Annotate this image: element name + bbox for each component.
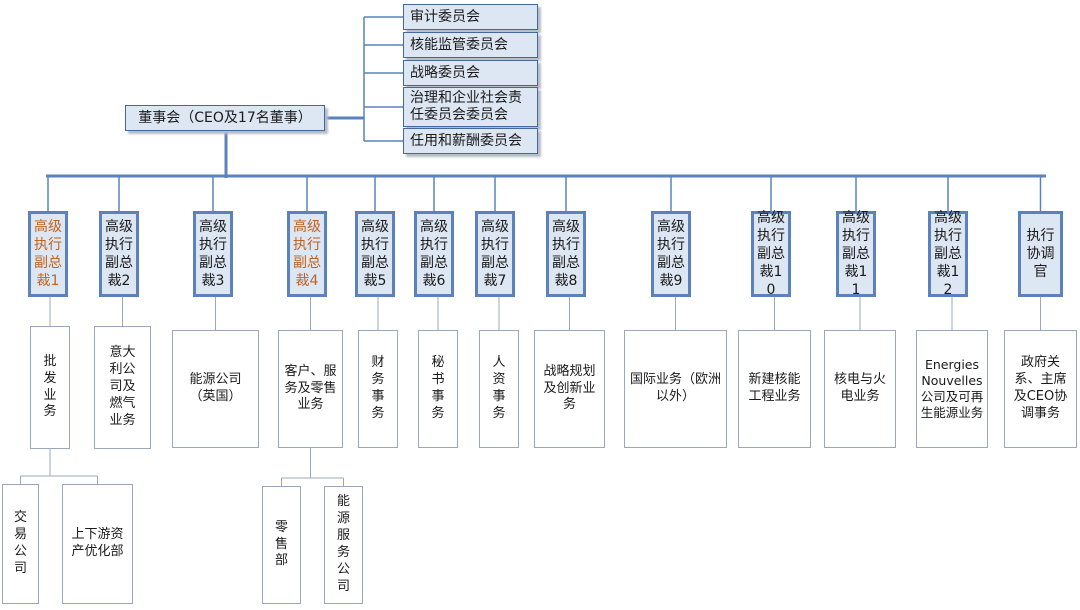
dept-label: 能源公司（英国） xyxy=(189,372,242,404)
dept-box: 客户、服务及零售业务 xyxy=(278,330,343,448)
exec-label: 高级执行副总裁12 xyxy=(934,209,962,299)
committee-label: 审计委员会 xyxy=(410,8,480,25)
committee-label: 治理和企业社会责任委员会委员会 xyxy=(410,90,522,123)
board-label: 董事会（CEO及17名董事） xyxy=(138,109,312,126)
sub-dept-box: 能源服务公司 xyxy=(324,486,363,604)
sub-dept-box: 交易公司 xyxy=(2,484,39,604)
dept-box: 批发业务 xyxy=(30,326,70,449)
dept-label: Energies Nouvelles公司及可再生能源业务 xyxy=(920,357,984,420)
exec-box: 执行协调官 xyxy=(1018,211,1063,297)
exec-box: 高级执行副总裁9 xyxy=(651,211,691,297)
committee-box: 核能监管委员会 xyxy=(403,32,538,58)
committee-label: 战略委员会 xyxy=(410,64,480,81)
dept-label: 国际业务（欧洲以外） xyxy=(629,372,721,404)
dept-box: 意大利公司及燃气业务 xyxy=(94,326,151,449)
committee-box: 战略委员会 xyxy=(403,60,538,86)
committee-label: 核能监管委员会 xyxy=(410,36,508,53)
committee-box: 治理和企业社会责任委员会委员会 xyxy=(403,87,538,127)
exec-box: 高级执行副总裁6 xyxy=(414,211,454,297)
dept-label: 人资事务 xyxy=(492,355,506,421)
exec-box: 高级执行副总裁5 xyxy=(355,211,395,297)
exec-box: 高级执行副总裁8 xyxy=(546,211,586,297)
exec-label: 高级执行副总裁7 xyxy=(481,218,509,290)
board-box: 董事会（CEO及17名董事） xyxy=(125,105,325,131)
dept-label: 战略规划及创新业务 xyxy=(543,363,596,413)
exec-label: 高级执行副总裁2 xyxy=(105,218,133,290)
dept-box: 能源公司（英国） xyxy=(172,330,259,448)
exec-label: 高级执行副总裁1 xyxy=(34,218,62,290)
exec-box: 高级执行副总裁4 xyxy=(287,211,327,297)
dept-box: 国际业务（欧洲以外） xyxy=(624,330,727,448)
exec-label: 高级执行副总裁4 xyxy=(293,218,321,290)
exec-label: 高级执行副总裁6 xyxy=(420,218,448,290)
sub-dept-label: 能源服务公司 xyxy=(336,494,350,594)
dept-label: 意大利公司及燃气业务 xyxy=(109,345,136,428)
exec-label: 高级执行副总裁3 xyxy=(199,218,227,290)
dept-label: 秘书事务 xyxy=(431,355,445,421)
exec-label: 高级执行副总裁8 xyxy=(552,218,580,290)
exec-box: 高级执行副总裁2 xyxy=(99,211,139,297)
sub-dept-label: 上下游资产优化部 xyxy=(71,527,124,559)
sub-dept-label: 零售部 xyxy=(274,519,288,569)
sub-dept-label: 交易公司 xyxy=(13,510,27,576)
exec-box: 高级执行副总裁1 xyxy=(28,211,68,297)
dept-label: 政府关系、主席及CEO协调事务 xyxy=(1013,355,1068,421)
dept-box: 秘书事务 xyxy=(418,330,458,448)
dept-box: 财务事务 xyxy=(358,330,398,448)
committee-label: 任用和薪酬委员会 xyxy=(410,132,522,149)
exec-box: 高级执行副总裁11 xyxy=(836,209,876,299)
exec-box: 高级执行副总裁10 xyxy=(751,209,791,299)
exec-label: 高级执行副总裁11 xyxy=(842,209,870,299)
dept-label: 客户、服务及零售业务 xyxy=(284,363,337,413)
exec-label: 高级执行副总裁9 xyxy=(657,218,685,290)
exec-label: 执行协调官 xyxy=(1026,227,1055,281)
dept-label: 财务事务 xyxy=(371,355,385,421)
dept-label: 批发业务 xyxy=(43,353,57,420)
sub-dept-box: 零售部 xyxy=(262,486,301,604)
dept-box: 新建核能工程业务 xyxy=(738,330,811,448)
committee-box: 任用和薪酬委员会 xyxy=(403,128,538,154)
exec-label: 高级执行副总裁5 xyxy=(361,218,389,290)
dept-box: 人资事务 xyxy=(479,330,519,448)
dept-box: 战略规划及创新业务 xyxy=(534,330,605,448)
dept-label: 核电与火电业务 xyxy=(833,372,886,404)
dept-label: 新建核能工程业务 xyxy=(748,372,801,404)
exec-box: 高级执行副总裁7 xyxy=(475,211,515,297)
dept-box: Energies Nouvelles公司及可再生能源业务 xyxy=(916,330,988,448)
exec-label: 高级执行副总裁10 xyxy=(757,209,785,299)
dept-box: 政府关系、主席及CEO协调事务 xyxy=(1004,330,1077,448)
sub-dept-box: 上下游资产优化部 xyxy=(62,484,133,604)
exec-box: 高级执行副总裁3 xyxy=(193,211,233,297)
exec-box: 高级执行副总裁12 xyxy=(928,209,968,299)
dept-box: 核电与火电业务 xyxy=(824,330,896,448)
committee-box: 审计委员会 xyxy=(403,4,538,30)
